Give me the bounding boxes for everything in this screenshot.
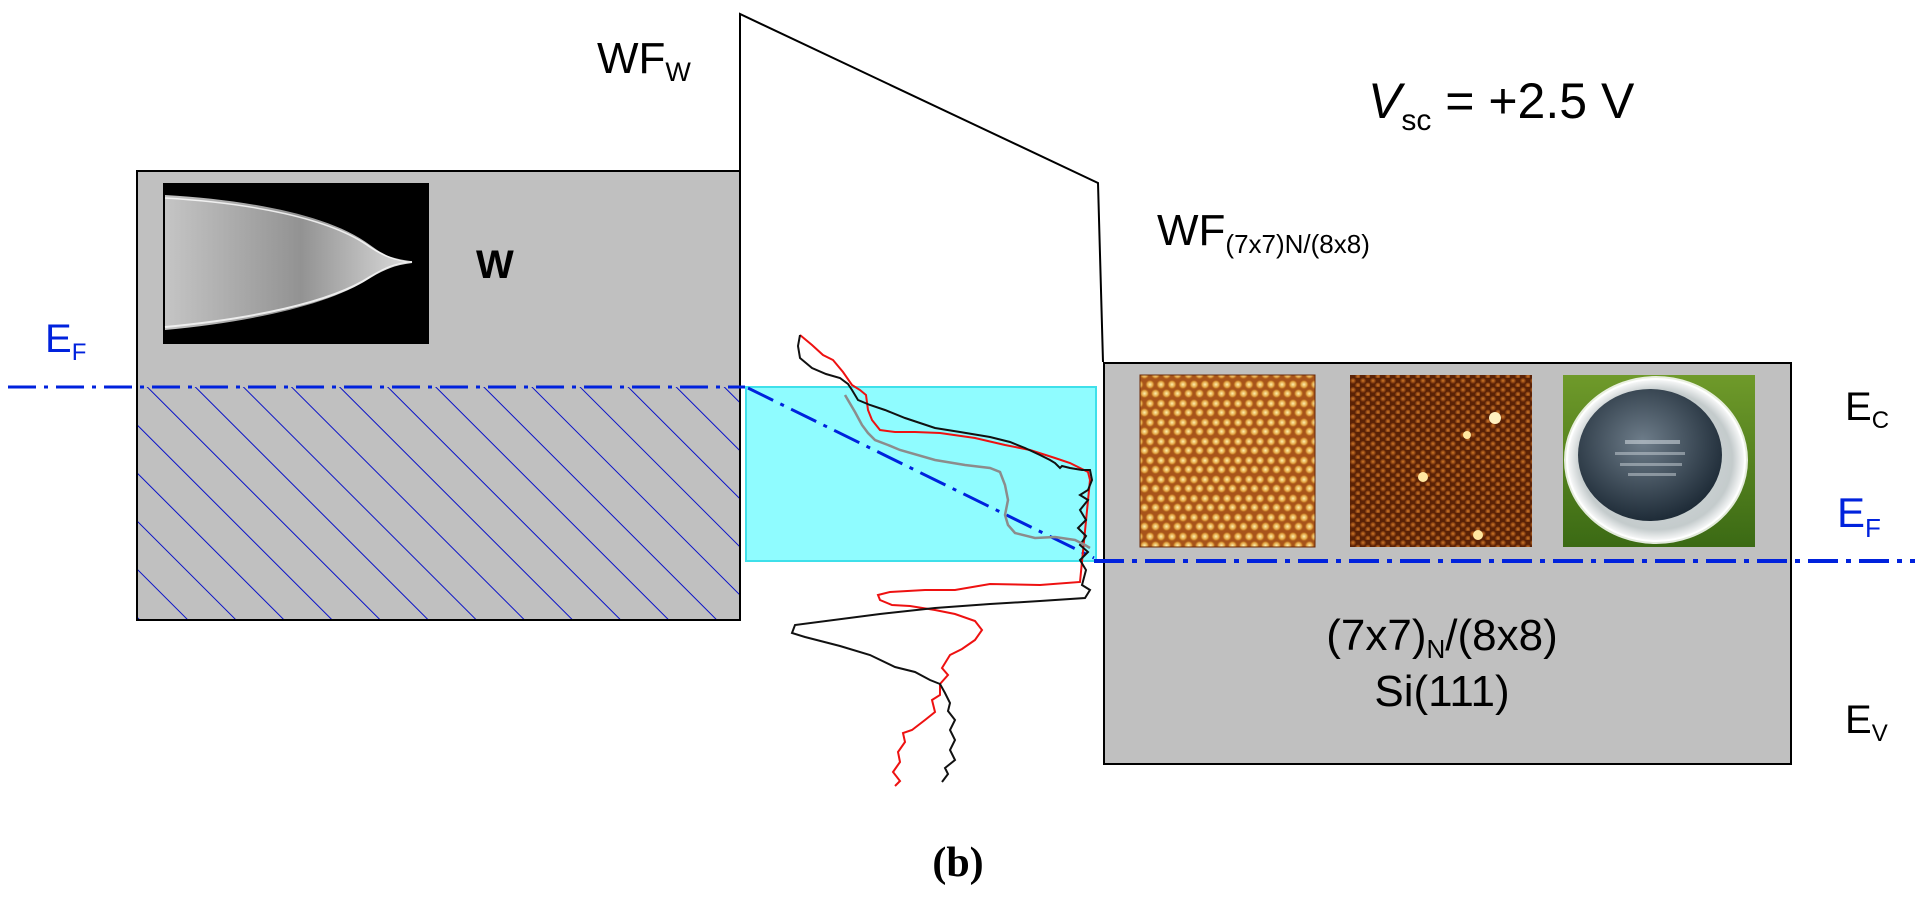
spectrum-curve-gray	[843, 394, 1091, 550]
stm-7x7-topography	[1139, 374, 1316, 548]
sample-name-line1: (7x7)N/(8x8)	[1326, 611, 1558, 664]
sample-bias-label: Vsc = +2.5 V	[1368, 73, 1635, 137]
spectrum-curve-black	[790, 334, 1094, 783]
tungsten-tip-micrograph	[163, 183, 429, 344]
fermi-level-right-label: EF	[1837, 489, 1881, 543]
valence-band-label: EV	[1845, 698, 1888, 747]
spectrum-curve-red	[799, 334, 1092, 787]
sample-name-line2: Si(111)	[1374, 667, 1509, 716]
vacuum-barrier	[739, 12, 1104, 363]
conduction-band-label: EC	[1845, 385, 1889, 434]
stm-8x8-topography	[1350, 375, 1532, 547]
fermi-level-drop	[747, 386, 1095, 560]
tip-filled-states-hatch	[138, 387, 739, 619]
wf-sample-label: WF(7x7)N/(8x8)	[1157, 206, 1370, 259]
panel-label: (b)	[932, 840, 983, 886]
silicon-wafer-in-petri-dish	[1563, 375, 1755, 547]
fermi-level-left-label: EF	[45, 317, 86, 366]
tip-label: W	[476, 243, 514, 287]
wf-tip-label: WFW	[597, 34, 691, 87]
